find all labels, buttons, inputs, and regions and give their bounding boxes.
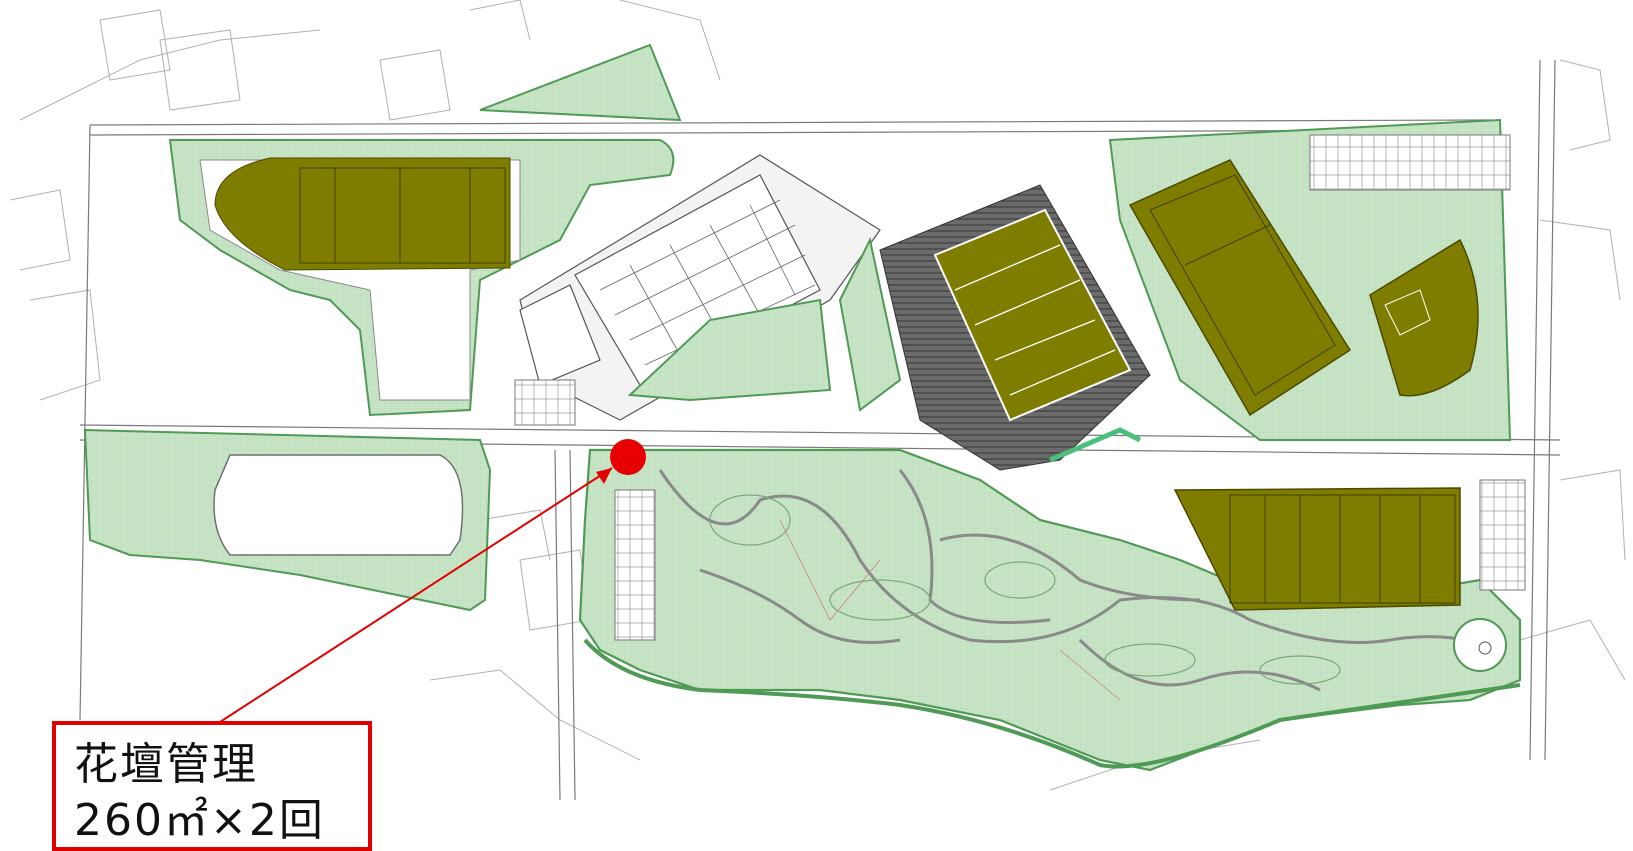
west-parking: [614, 489, 656, 641]
callout-area-count: 260㎡×2回: [74, 795, 325, 846]
arena-building: [519, 154, 881, 421]
stadium: [879, 184, 1151, 471]
park-hill-outlines: [709, 494, 1341, 685]
callout-title: 花壇管理: [74, 739, 258, 790]
leader-arrowhead: [596, 468, 612, 484]
callout-leader-line: [219, 467, 613, 723]
park-paths: [658, 469, 1501, 692]
lower-left-field: [213, 454, 464, 556]
park-north-lawn-2: [838, 237, 902, 412]
arena-parking: [514, 379, 576, 426]
east-turf-field-1: [1128, 159, 1352, 417]
baseball-diamond: [1384, 289, 1431, 336]
south-east-turf-field: [1173, 487, 1461, 611]
park-red-survey-lines: [779, 519, 1121, 701]
roads: [79, 59, 1561, 801]
north-triangle-park: [479, 43, 682, 122]
pond-center: [1478, 641, 1492, 655]
red-circle-icon[interactable]: [610, 439, 646, 475]
north-east-parking: [1309, 134, 1511, 191]
south-boundary: [583, 638, 1521, 769]
east-parking: [1479, 479, 1526, 591]
neighborhood-lines: [9, 0, 1626, 791]
upper-left-turf-field: [214, 157, 511, 271]
park-north-lawn-1: [627, 298, 832, 402]
upper-left-field-lines: [299, 167, 506, 264]
south-east-field-lines: [1229, 494, 1456, 604]
flowerbed-callout-box: 花壇管理 260㎡×2回: [52, 721, 372, 851]
baseball-field: [1369, 238, 1479, 397]
east-turf-field-1-lines: [1149, 174, 1336, 396]
central-park-area: [578, 448, 1522, 772]
